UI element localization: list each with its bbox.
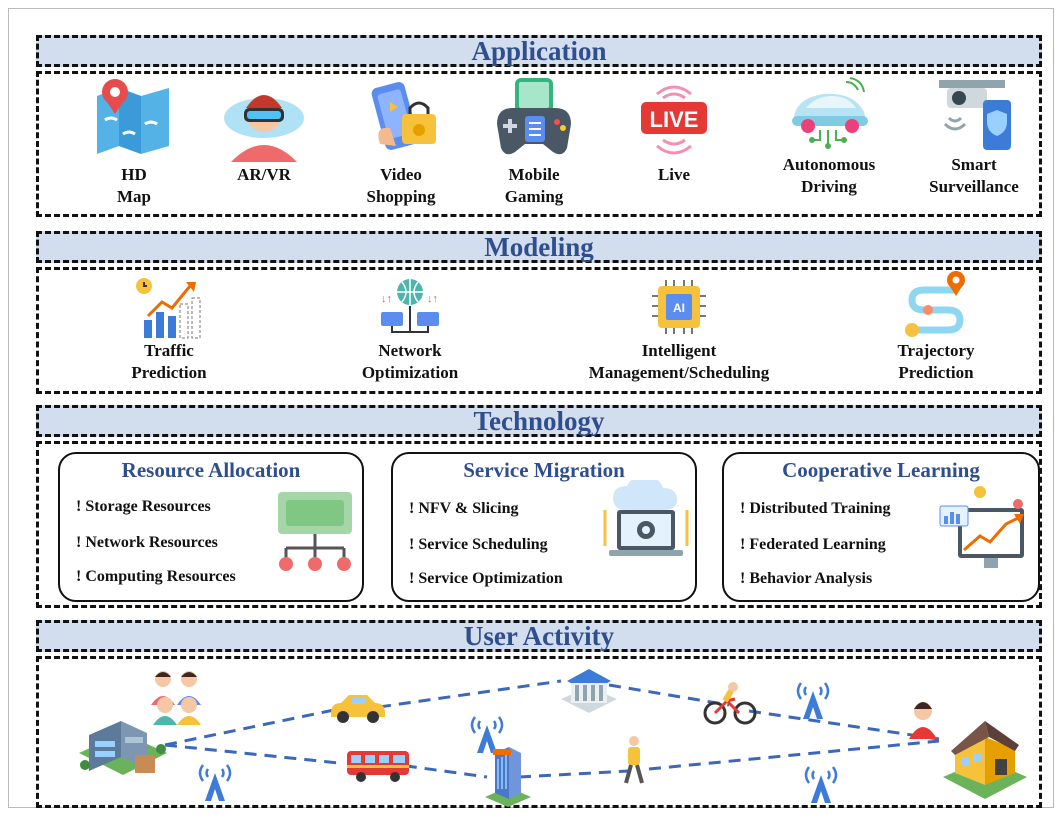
card-title: Cooperative Learning [782,458,980,482]
cell-tower-icon [198,764,232,801]
card-list-item: ! Network Resources [76,534,218,551]
person-avatar-icon [909,702,937,739]
growth-bar-chart-icon [136,278,201,339]
activity-paths [164,679,940,779]
house-icon [943,721,1027,799]
card-list-item: ! Service Optimization [409,570,563,587]
cell-tower-icon [796,682,830,719]
modeling-title: Modeling [484,231,594,262]
card-list-item: ! Computing Resources [76,568,236,585]
card-resource-allocation: Resource Allocation ! Storage Resources … [58,452,364,602]
card-title: Service Migration [463,458,625,482]
application-band: Application [36,35,1042,67]
user-activity-box [36,656,1042,808]
svg-text:LIVE: LIVE [650,107,699,132]
modeling-band: Modeling [36,231,1042,263]
svg-text:AI: AI [673,301,685,315]
app-label-2: Shopping [366,187,436,206]
bank-building-icon [561,669,617,713]
app-item-mobile-gaming: Mobile Gaming [479,74,589,208]
live-broadcast-icon: LIVE [641,85,707,155]
app-label-1: HD [121,165,147,184]
app-label-1: Mobile [508,165,560,184]
app-item-arvr: AR/VR [209,74,319,186]
folded-map-pin-icon [97,79,169,154]
server-hierarchy-icon [278,492,352,571]
autonomous-car-icon [792,77,868,149]
modeling-box: Traffic Prediction ↓↑ ↓↑ Network Optimiz… [36,267,1042,394]
app-label-2: AR/VR [237,165,291,184]
model-label-1: Traffic [144,341,194,360]
ai-chip-icon: AI [652,280,706,334]
app-item-video-shopping: Video Shopping [346,74,456,208]
model-item-intelligent-management: AI Intelligent Management/Scheduling [559,276,799,384]
card-list-item: ! Behavior Analysis [740,570,873,587]
app-label-2: Gaming [504,187,564,206]
application-title: Application [471,35,607,66]
security-camera-shield-icon [939,80,1011,150]
phone-shopping-bag-icon [371,82,436,150]
app-label-1: Autonomous [782,155,876,174]
cyclist-icon [703,682,757,725]
application-box: HD Map AR/VR Video Shopping [36,71,1042,217]
app-item-live: LIVE Live [619,74,729,186]
card-cooperative-learning: Cooperative Learning ! Distributed Train… [722,452,1040,602]
user-activity-title: User Activity [463,620,615,651]
user-activity-band: User Activity [36,620,1042,652]
model-item-network-optimization: ↓↑ ↓↑ Network Optimization [345,276,475,384]
technology-band: Technology [36,405,1042,437]
network-globe-icon: ↓↑ ↓↑ [381,279,439,333]
office-building-icon [79,721,167,775]
app-label-2: Driving [801,177,857,196]
card-list-item: ! Storage Resources [76,498,211,515]
route-pin-icon [905,271,965,337]
phone-gamepad-icon [497,78,571,155]
app-label-2: Surveillance [929,177,1019,196]
card-title: Resource Allocation [121,458,301,482]
technology-title: Technology [473,405,605,436]
model-label-1: Network [378,341,442,360]
app-item-smart-surveillance: Smart Surveillance [909,74,1039,198]
card-list-item: ! Federated Learning [740,536,886,553]
app-label-2: Map [117,187,151,206]
card-list-item: ! NFV & Slicing [409,500,519,517]
app-item-hd-map: HD Map [79,74,189,208]
technology-box [36,441,1042,608]
app-item-autonomous-driving: Autonomous Driving [764,74,894,198]
app-label-2: Live [657,165,691,184]
card-list-item: ! Distributed Training [740,500,891,517]
svg-text:↓↑: ↓↑ [427,293,438,305]
model-label-2: Management/Scheduling [588,363,770,382]
model-label-1: Intelligent [641,341,717,360]
svg-text:↓↑: ↓↑ [381,293,392,305]
app-label-1: Smart [951,155,997,174]
skyscraper-icon [485,747,531,807]
model-label-2: Prediction [898,363,974,382]
analytics-monitor-icon [939,486,1024,568]
vr-headset-person-icon [224,95,304,162]
pedestrian-icon [624,736,644,784]
card-list-item: ! Service Scheduling [409,536,548,553]
model-label-2: Prediction [131,363,207,382]
cell-tower-icon [470,716,504,753]
card-service-migration: Service Migration ! NFV & Slicing ! Serv… [391,452,697,602]
bus-icon [347,751,409,782]
model-label-2: Optimization [361,363,459,382]
model-item-traffic-prediction: Traffic Prediction [109,276,229,384]
app-label-1: Video [380,165,422,184]
model-item-trajectory-prediction: Trajectory Prediction [871,270,1001,384]
people-group-icon [151,671,201,725]
cell-tower-icon [804,766,838,803]
cloud-laptop-gear-icon [603,480,689,556]
taxi-icon [331,695,385,723]
model-label-1: Trajectory [897,341,975,360]
